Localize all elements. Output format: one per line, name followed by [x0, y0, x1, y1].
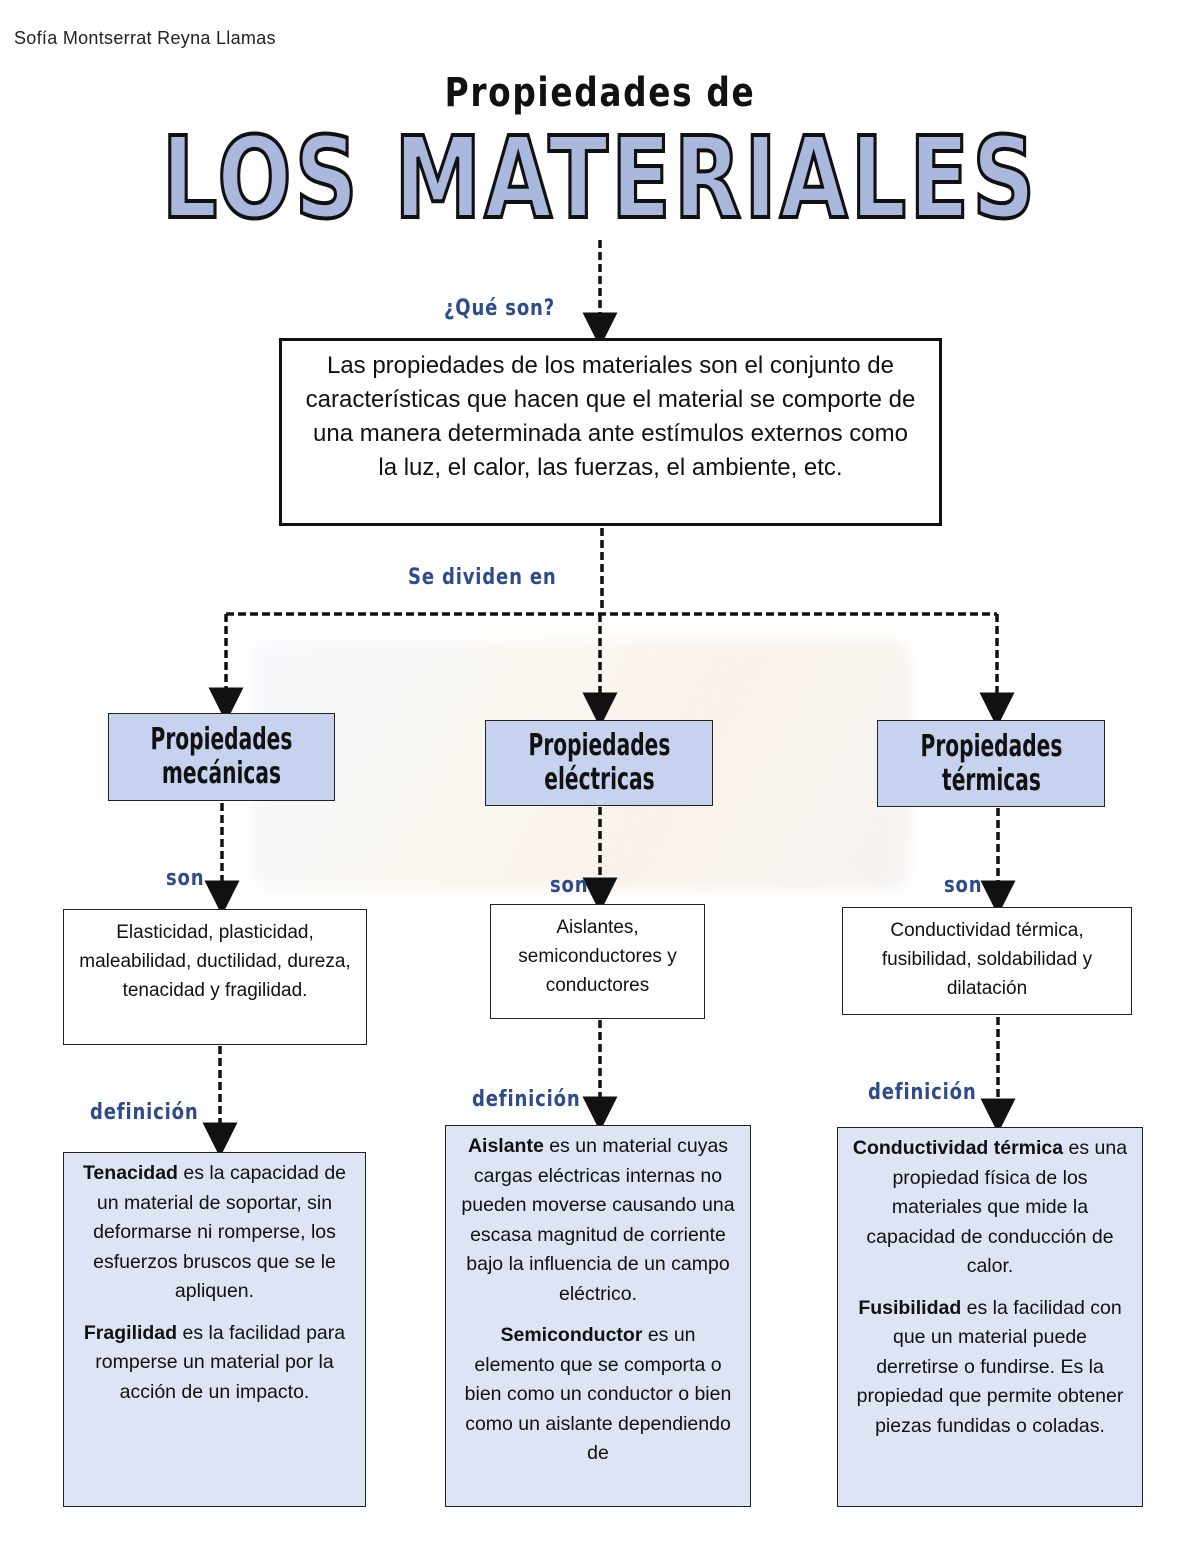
category-mecanicas: Propiedades mecánicas — [108, 713, 335, 801]
def-fragilidad: Fragilidad es la facilidad para romperse… — [83, 1321, 346, 1403]
list-electricas: Aislantes, semiconductores y conductores — [490, 904, 705, 1019]
category-termicas: Propiedades térmicas — [877, 720, 1105, 807]
category-electricas-line2: eléctricas — [543, 762, 655, 797]
author-name: Sofía Montserrat Reyna Llamas — [14, 28, 276, 48]
category-mecanicas-line2: mecánicas — [161, 756, 282, 791]
definitions-electricas: Aislante es un material cuyas cargas elé… — [445, 1125, 751, 1507]
label-definicion-electricas: definición — [472, 1087, 581, 1112]
page-title-line2: LOS MATERIALES — [160, 114, 1039, 244]
def-fusibilidad: Fusibilidad es la facilidad con que un m… — [856, 1296, 1124, 1437]
label-definicion-termicas: definición — [868, 1080, 977, 1105]
list-mecanicas: Elasticidad, plasticidad, maleabilidad, … — [63, 909, 367, 1045]
label-son-termicas: son — [944, 873, 983, 898]
category-termicas-line1: Propiedades — [920, 728, 1062, 764]
def-conductividad: Conductividad térmica es una propiedad f… — [852, 1137, 1128, 1277]
category-termicas-line2: térmicas — [941, 762, 1041, 798]
label-que-son: ¿Qué son? — [444, 296, 555, 321]
category-electricas-line1: Propiedades — [528, 728, 670, 763]
page-title-line1: Propiedades de — [444, 70, 756, 116]
definition-box: Las propiedades de los materiales son el… — [279, 338, 942, 526]
label-son-electricas: son — [550, 873, 589, 898]
category-electricas: Propiedades eléctricas — [485, 720, 713, 806]
list-termicas: Conductividad térmica, fusibilidad, sold… — [842, 907, 1132, 1015]
label-son-mecanicas: son — [166, 866, 205, 891]
definitions-mecanicas: Tenacidad es la capacidad de un material… — [63, 1152, 366, 1507]
definitions-termicas: Conductividad térmica es una propiedad f… — [837, 1127, 1143, 1507]
category-mecanicas-line1: Propiedades — [150, 722, 293, 757]
label-se-dividen: Se dividen en — [408, 565, 557, 590]
def-tenacidad: Tenacidad es la capacidad de un material… — [82, 1162, 347, 1302]
def-aislante: Aislante es un material cuyas cargas elé… — [461, 1135, 735, 1305]
def-semiconductor: Semiconductor es un elemento que se comp… — [464, 1324, 732, 1464]
label-definicion-mecanicas: definición — [90, 1100, 199, 1125]
